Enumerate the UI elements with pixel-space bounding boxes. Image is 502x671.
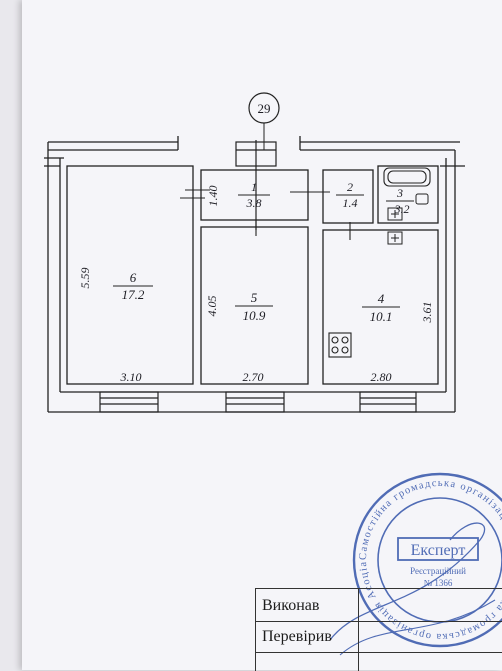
room-4-area: 10.1 [370,309,393,324]
room-1-number: 1 [251,180,257,194]
stamp-reg-label: Реєстраційний [410,566,466,576]
bathtub [383,167,431,187]
room-1-area: 3.8 [246,196,262,210]
expert-stamp: Самостійна громадська організація Всеукр… [0,0,502,656]
room-3-number: 3 [396,186,403,200]
room-5-number: 5 [251,290,258,305]
room-outlines [66,165,439,385]
bottom-windows [99,391,417,413]
stamp-title: Експерт [411,542,466,559]
dim-room4-length: 3.61 [420,302,434,324]
dim-room4-width: 2.80 [371,370,392,384]
paper-sheet [22,0,502,670]
signature-row-checked: Перевірив [256,622,502,653]
room-6-area: 17.2 [122,287,145,302]
dim-room5-length: 4.05 [205,296,219,317]
signature-table: Виконав Перевірив [255,588,502,671]
dim-room5-width: 2.70 [243,370,264,384]
room-2-area: 1.4 [343,196,358,210]
dim-room6-length: 5.59 [78,268,92,289]
door-marks [180,189,351,240]
signature-column [358,589,359,671]
signature-label-checked: Перевірив [262,628,332,645]
top-window [235,140,277,230]
room-3-area: 3.2 [394,202,410,216]
plan-marker: 29 [258,101,271,116]
room-4-number: 4 [378,291,385,306]
room-5-area: 10.9 [243,308,266,323]
signature-row-executed: Виконав [256,589,502,622]
room-6-number: 6 [130,270,137,285]
plumbing-symbols [387,193,429,245]
room-2-number: 2 [347,180,353,194]
signature-label-executed: Виконав [262,597,320,614]
dim-room6-width: 3.10 [120,370,142,384]
stamp-reg-number: № 1366 [424,578,453,588]
stove [328,332,352,358]
dim-room1-width: 1.40 [206,186,220,207]
